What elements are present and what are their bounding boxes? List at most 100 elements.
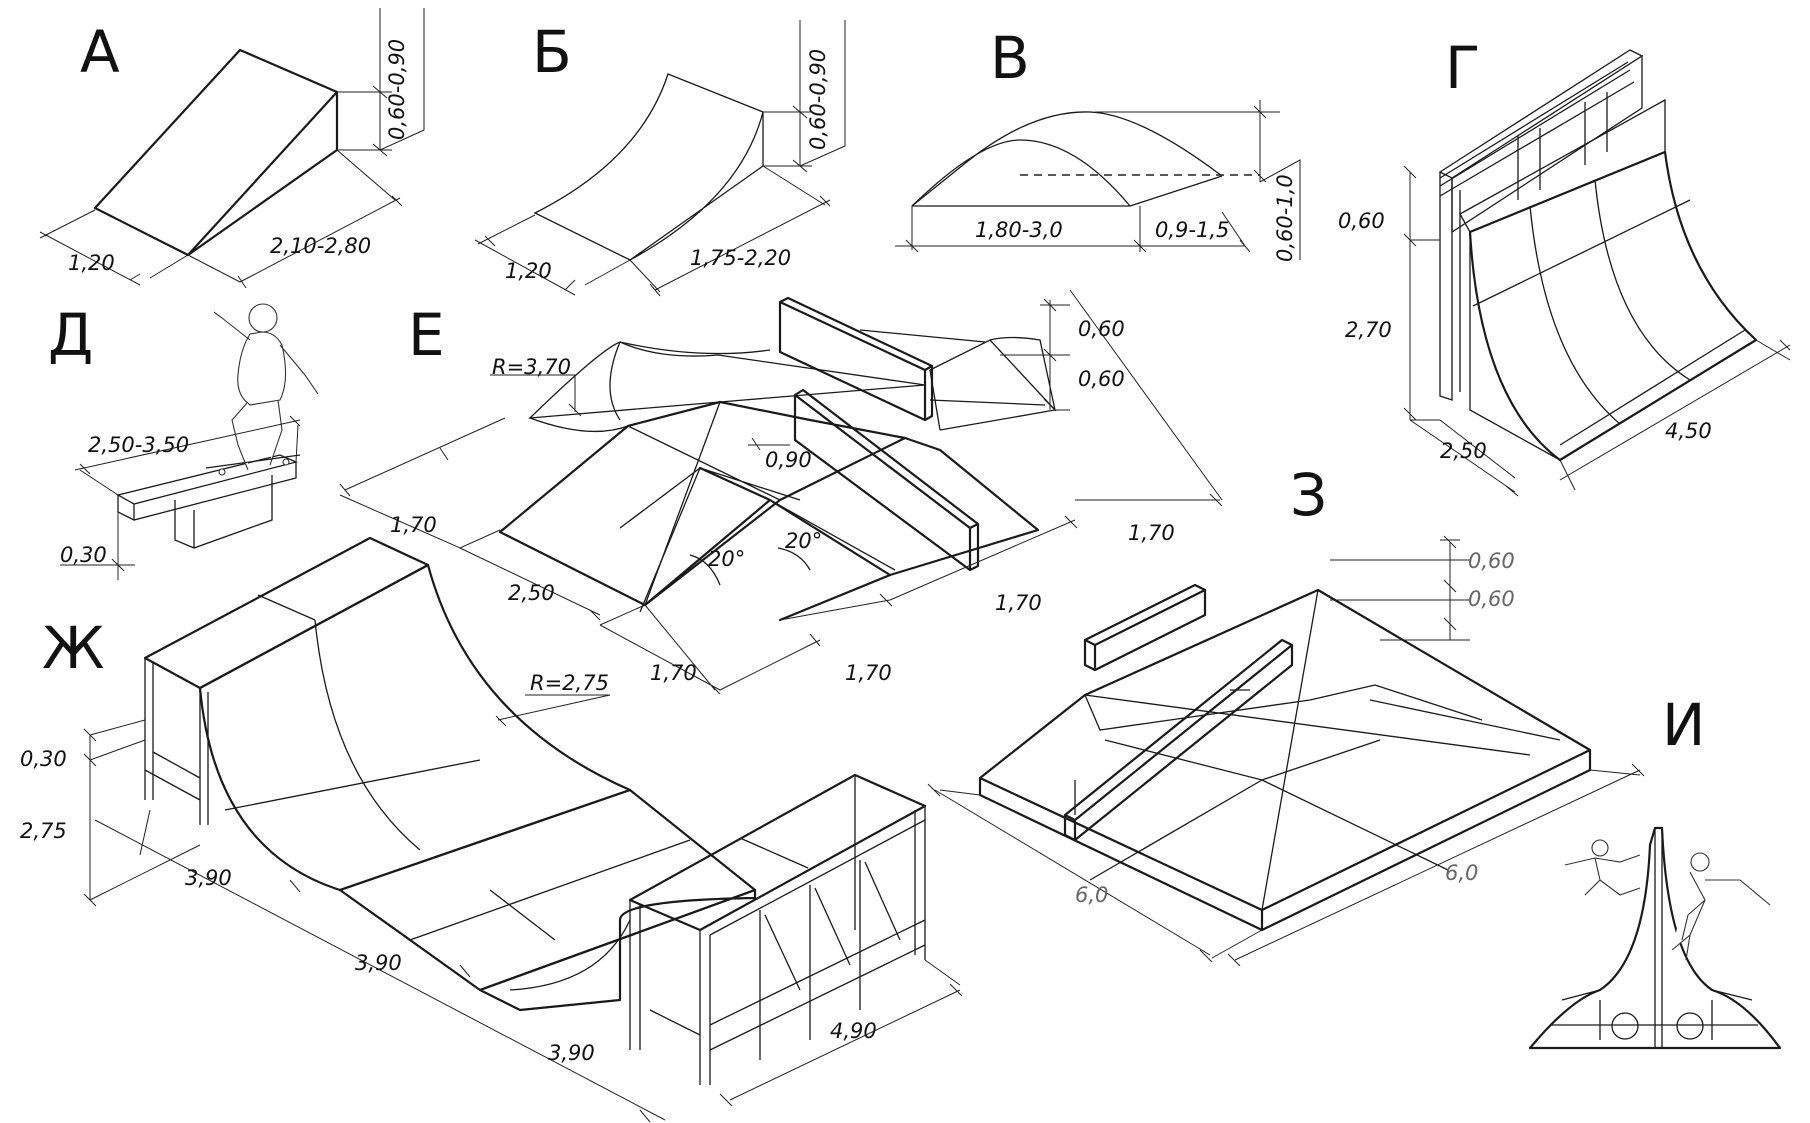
- i-skater-right: [1671, 852, 1771, 961]
- dim-e-radius: R=3,70: [492, 355, 571, 379]
- dim-z-right-line: [1227, 763, 1645, 967]
- dim-b-length-line: [629, 165, 831, 297]
- ramp-b-outline: [533, 73, 764, 261]
- dim-g-height-line: [1403, 165, 1440, 421]
- dim-g-depth: 2,50: [1440, 439, 1487, 463]
- hump-front-curve: [911, 139, 1131, 207]
- dim-v-length-line: [895, 206, 1150, 253]
- dim-z-height-line: [1330, 535, 1470, 641]
- dim-e-angle-right: 20°: [785, 529, 822, 553]
- dim-e-right-upper: 1,70: [1128, 521, 1175, 545]
- dim-zh-length-line: [94, 809, 666, 1123]
- dim-e-bottom-lines: [599, 604, 821, 695]
- dim-v-side-line: [1150, 211, 1251, 253]
- dim-a-height-line: [337, 8, 425, 157]
- dim-v-height: 0,60-1,0: [1273, 174, 1297, 262]
- dim-e-right-lower: 1,70: [995, 591, 1042, 615]
- dim-zh-seg2: 3,90: [355, 951, 402, 975]
- z-rail-supports: [1074, 689, 1250, 815]
- dim-zh-radius-line: [495, 694, 611, 727]
- figure-a-launch-ramp: А 1,20 2,10-2,80 0,60-0,90: [39, 8, 425, 289]
- zh-right-deck-frame: [649, 819, 926, 1060]
- g-base-lip: [1559, 329, 1757, 461]
- z-top-deck: [1084, 684, 1381, 781]
- dim-e-height-line: [1000, 298, 1070, 412]
- dim-a-height: 0,60-0,90: [385, 39, 409, 140]
- dim-zh-deck: 0,30: [20, 747, 67, 771]
- dim-zh-seg3: 3,90: [548, 1041, 595, 1065]
- figure-v-hump: В 1,80-3,0 0,9-1,5 0,60-1,0: [895, 24, 1301, 262]
- e-left-top-curve: [619, 341, 771, 355]
- zh-right-deck-posts: [629, 775, 926, 1085]
- dim-e-mid-line: [459, 547, 646, 626]
- zh-left-transition-seams: [224, 619, 481, 851]
- dim-z-left: 6,0: [1075, 883, 1108, 907]
- dim-a-length: 2,10-2,80: [270, 234, 371, 258]
- dim-b-width: 1,20: [505, 259, 552, 283]
- dim-b-height: 0,60-0,90: [806, 49, 830, 150]
- dim-e-h2: 0,60: [1078, 367, 1125, 391]
- dim-a-length-line: [187, 149, 403, 289]
- e-front-rail: [793, 388, 980, 572]
- z-outline-top: [978, 588, 1592, 912]
- dim-z-h1: 0,60: [1468, 549, 1515, 573]
- dim-zh-height: 2,75: [20, 819, 67, 843]
- dim-a-width: 1,20: [68, 251, 115, 275]
- dim-g-deck: 0,60: [1338, 209, 1385, 233]
- dim-g-width-line: [1559, 339, 1791, 491]
- figure-e-letter: Е: [408, 301, 445, 369]
- z-front-rail: [1063, 638, 1294, 842]
- g-transition-crossline: [1472, 199, 1691, 307]
- g-deck-left-post: [1439, 172, 1461, 401]
- figure-b-curved-kicker: Б 1,20 1,75-2,20 0,60-0,90: [474, 18, 846, 297]
- dim-e-left-mid: 2,50: [508, 581, 555, 605]
- e-right-kicker: [929, 339, 1057, 431]
- figure-z-letter: З: [1290, 461, 1327, 529]
- dim-z-right: 6,0: [1445, 861, 1478, 885]
- e-right-bank: [888, 436, 1040, 577]
- skater-figure-d: [205, 303, 319, 476]
- dim-z-h2: 0,60: [1468, 587, 1515, 611]
- i-right-hole: [1676, 1012, 1704, 1040]
- grind-box-base: [174, 475, 273, 549]
- dim-e-top: 0,90: [765, 448, 812, 472]
- e-front-bank: [643, 466, 892, 622]
- dim-e-left-upper: 1,70: [390, 513, 437, 537]
- dim-v-height-line: [1095, 100, 1301, 260]
- hump-base: [911, 164, 1223, 207]
- g-coping-block: [1459, 98, 1666, 461]
- dim-zh-height-line: [83, 719, 201, 907]
- e-front-bank-lines: [639, 467, 896, 613]
- z-facet-lines: [1084, 589, 1561, 911]
- dim-e-bottom-left: 1,70: [650, 661, 697, 685]
- figure-zh-letter: Ж: [42, 614, 104, 682]
- g-block-divisions: [1517, 92, 1608, 200]
- zh-right-deck-top: [628, 773, 927, 932]
- dim-e-right-lower-line: [779, 515, 1078, 621]
- dim-zh-width: 4,90: [830, 1019, 877, 1043]
- dim-z-left-line: [927, 783, 1263, 963]
- dim-b-length: 1,75-2,20: [690, 246, 791, 270]
- zh-right-curve: [509, 919, 631, 991]
- zh-left-transition: [198, 563, 632, 892]
- figure-i-vert-wall: И: [1528, 691, 1782, 1050]
- zh-left-deck-top: [143, 536, 430, 690]
- figure-a-letter: А: [80, 18, 120, 86]
- dim-zh-seg1: 3,90: [185, 866, 232, 890]
- dim-a-width-line: [39, 209, 189, 286]
- dim-e-top-line: [748, 437, 790, 451]
- figure-d-grind-box: Д 2,50-3,50 0,30: [48, 301, 319, 580]
- i-left-hole: [1611, 1012, 1639, 1040]
- dim-g-height: 2,70: [1345, 318, 1392, 342]
- zh-right-transition: [478, 888, 757, 1012]
- g-transition-seams: [1529, 179, 1691, 425]
- dim-d-length: 2,50-3,50: [88, 433, 189, 457]
- figure-g-vert-ramp: Г 0,60 2,70 2,50 4,50: [1338, 34, 1791, 497]
- dim-b-width-line: [474, 214, 631, 296]
- dim-e-h1: 0,60: [1078, 317, 1125, 341]
- z-back-rail: [1083, 583, 1207, 672]
- zh-flat-bottom-seams: [409, 839, 691, 941]
- dim-e-bottom-right: 1,70: [845, 661, 892, 685]
- figure-g-letter: Г: [1445, 34, 1480, 102]
